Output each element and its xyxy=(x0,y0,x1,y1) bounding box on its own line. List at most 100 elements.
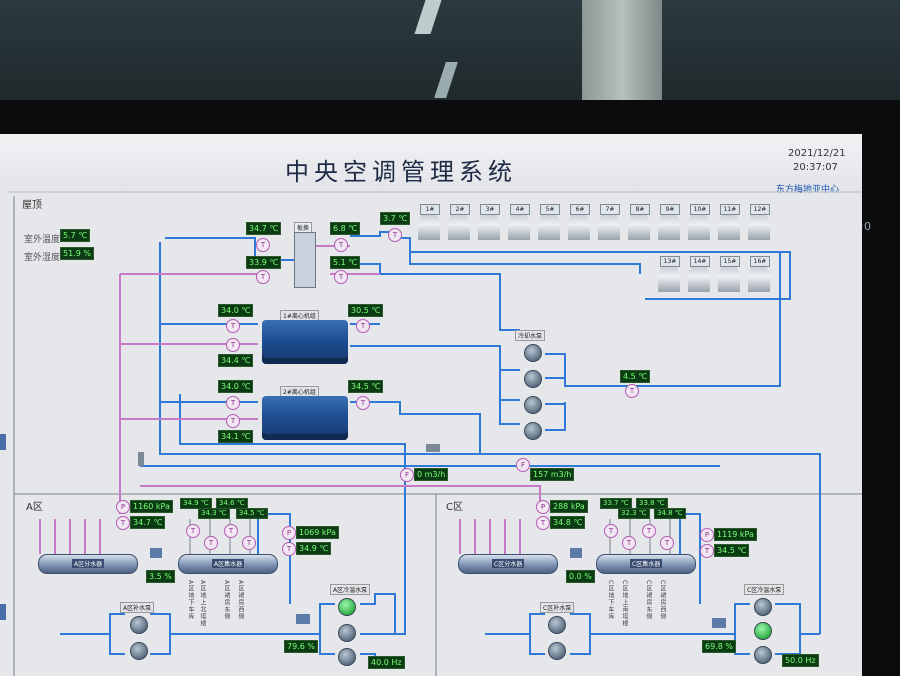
cooling-pump[interactable] xyxy=(524,422,542,440)
hx-temp-2: 33.9 ℃ xyxy=(246,256,282,269)
zone-c-circ-pump-label: C区冷温水泵 xyxy=(744,584,785,595)
zone-a-circ-pump[interactable] xyxy=(338,624,356,642)
pressure-sensor-icon[interactable]: P xyxy=(700,528,714,542)
cooling-tower-number: 1# xyxy=(420,204,440,215)
temp-sensor-icon[interactable]: T xyxy=(334,270,348,284)
cooling-tower[interactable]: 9# xyxy=(658,204,680,240)
zone-a-label: A区 xyxy=(26,502,43,513)
temp-sensor-icon[interactable]: T xyxy=(226,396,240,410)
cooling-tower[interactable]: 2# xyxy=(448,204,470,240)
temp-sensor-icon[interactable]: T xyxy=(700,544,714,558)
cooling-tower[interactable]: 4# xyxy=(508,204,530,240)
cooling-tower[interactable]: 8# xyxy=(628,204,650,240)
cooling-pump[interactable] xyxy=(524,344,542,362)
temp-sensor-icon[interactable]: T xyxy=(622,536,636,550)
temp-sensor-icon[interactable]: T xyxy=(116,516,130,530)
temp-sensor-icon[interactable]: T xyxy=(625,384,639,398)
outdoor-temp-label: 室外温度 xyxy=(24,235,61,245)
tower-supply-temp: 3.7 ℃ xyxy=(380,212,411,225)
cooling-tower[interactable]: 10# xyxy=(688,204,710,240)
cooling-pump[interactable] xyxy=(524,396,542,414)
zone-c-circ-pump[interactable] xyxy=(754,646,772,664)
pressure-sensor-icon[interactable]: P xyxy=(282,526,296,540)
temp-sensor-icon[interactable]: T xyxy=(536,516,550,530)
temp-sensor-icon[interactable]: T xyxy=(256,238,270,252)
cooling-tower-icon xyxy=(748,214,770,240)
cooling-tower[interactable]: 12# xyxy=(748,204,770,240)
pressure-sensor-icon[interactable]: P xyxy=(536,500,550,514)
valve-icon[interactable] xyxy=(712,618,726,628)
chiller-2[interactable] xyxy=(262,396,348,440)
cooling-tower-icon xyxy=(718,214,740,240)
organization-name: 东方梅地亚中心 xyxy=(776,185,840,195)
temp-sensor-icon[interactable]: T xyxy=(334,238,348,252)
zone-c-circ-pump-running[interactable] xyxy=(754,622,772,640)
zone-a-makeup-pump[interactable] xyxy=(130,616,148,634)
zone-c-pressure-2: 1119 kPa xyxy=(714,528,757,541)
temp-sensor-icon[interactable]: T xyxy=(226,338,240,352)
zone-c-pressure-1: 288 kPa xyxy=(550,500,588,513)
cooling-tower-icon xyxy=(538,214,560,240)
temp-sensor-icon[interactable]: T xyxy=(604,524,618,538)
temp-sensor-icon[interactable]: T xyxy=(660,536,674,550)
temp-sensor-icon[interactable]: T xyxy=(388,228,402,242)
zone-a-circ-pump-running[interactable] xyxy=(338,598,356,616)
zone-c-makeup-pump[interactable] xyxy=(548,616,566,634)
temp-sensor-icon[interactable]: T xyxy=(356,396,370,410)
cooling-tower[interactable]: 15# xyxy=(718,256,740,292)
zone-a-circ-pump-label: A区冷温水泵 xyxy=(330,584,371,595)
valve-icon[interactable] xyxy=(138,452,144,466)
plate-heat-exchanger[interactable] xyxy=(294,232,316,288)
temp-sensor-icon[interactable]: T xyxy=(642,524,656,538)
cooling-tower-icon xyxy=(568,214,590,240)
cooling-tower-number: 6# xyxy=(570,204,590,215)
temp-sensor-icon[interactable]: T xyxy=(356,319,370,333)
zone-a-makeup-pump[interactable] xyxy=(130,642,148,660)
cooling-tower[interactable]: 13# xyxy=(658,256,680,292)
cooling-tower[interactable]: 14# xyxy=(688,256,710,292)
cooling-tower[interactable]: 11# xyxy=(718,204,740,240)
flow-sensor-icon[interactable]: F xyxy=(400,468,414,482)
cooling-tower-icon xyxy=(658,214,680,240)
side-tab[interactable] xyxy=(0,434,6,450)
flow-sensor-icon[interactable]: F xyxy=(516,458,530,472)
zone-c-percent-1: 0.0 % xyxy=(566,570,595,583)
zone-c-branch-temp-4: 34.8 ℃ xyxy=(654,508,686,519)
cooling-tower[interactable]: 16# xyxy=(748,256,770,292)
temp-sensor-icon[interactable]: T xyxy=(186,524,200,538)
page-title: 中央空调管理系统 xyxy=(285,158,517,186)
cooling-tower-number: 9# xyxy=(660,204,680,215)
cooling-tower-number: 3# xyxy=(480,204,500,215)
valve-icon[interactable] xyxy=(150,548,162,558)
side-tab[interactable] xyxy=(0,604,6,620)
pressure-sensor-icon[interactable]: P xyxy=(116,500,130,514)
temp-sensor-icon[interactable]: T xyxy=(224,524,238,538)
cooling-tower[interactable]: 7# xyxy=(598,204,620,240)
valve-icon[interactable] xyxy=(296,614,310,624)
temp-sensor-icon[interactable]: T xyxy=(242,536,256,550)
chiller-1-temp-left-top: 34.0 ℃ xyxy=(218,304,254,317)
cooling-tower[interactable]: 5# xyxy=(538,204,560,240)
valve-icon[interactable] xyxy=(426,444,440,452)
temp-sensor-icon[interactable]: T xyxy=(256,270,270,284)
valve-icon[interactable] xyxy=(570,548,582,558)
cooling-tower[interactable]: 6# xyxy=(568,204,590,240)
outdoor-temp-value: 5.7 ℃ xyxy=(60,229,91,242)
cooling-pump[interactable] xyxy=(524,370,542,388)
cooling-tower[interactable]: 3# xyxy=(478,204,500,240)
chiller-1[interactable] xyxy=(262,320,348,364)
cooling-pump-group-label: 冷却水泵 xyxy=(515,330,546,341)
zone-a-circ-pump[interactable] xyxy=(338,648,356,666)
temp-sensor-icon[interactable]: T xyxy=(282,542,296,556)
zone-a-pressure-1: 1160 kPa xyxy=(130,500,173,513)
temp-sensor-icon[interactable]: T xyxy=(204,536,218,550)
temp-sensor-icon[interactable]: T xyxy=(226,319,240,333)
zone-a-branch-temp-2: 34.3 ℃ xyxy=(198,508,230,519)
cooling-tower-number: 12# xyxy=(750,204,770,215)
temp-sensor-icon[interactable]: T xyxy=(226,414,240,428)
zone-c-makeup-pump[interactable] xyxy=(548,642,566,660)
cooling-tower[interactable]: 1# xyxy=(418,204,440,240)
zone-c-circ-pump[interactable] xyxy=(754,598,772,616)
hx-temp-1: 34.7 ℃ xyxy=(246,222,282,235)
cooling-tower-icon xyxy=(718,266,740,292)
